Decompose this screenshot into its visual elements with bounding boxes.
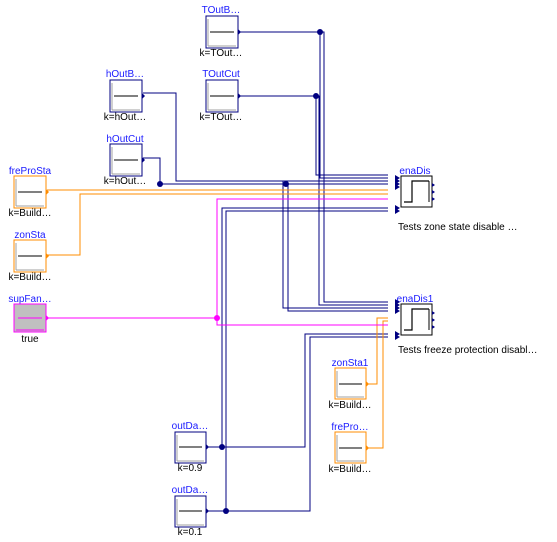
block-outdamposmax[interactable]: outDa… k=0.9: [172, 421, 209, 474]
block-outdamposmin-name: outDa…: [172, 485, 209, 496]
block-zonsta1-name: zonSta1: [332, 358, 369, 369]
block-enadis-name: enaDis: [399, 166, 430, 177]
output-port-enadis[interactable]: [432, 183, 435, 201]
block-houtbcut[interactable]: hOutB… k=hOut…: [104, 69, 147, 123]
output-port-houtcut[interactable]: [142, 157, 145, 163]
connection-houtcut-enadis[interactable]: [143, 157, 388, 185]
connection-toutcut-enadis[interactable]: [238, 95, 388, 176]
junction-dot: [219, 444, 225, 450]
block-freprosta1[interactable]: frePro… k=Build…: [328, 422, 371, 475]
block-houtcut-param: k=hOut…: [104, 176, 147, 187]
connection-supfan-enadis[interactable]: [47, 198, 388, 319]
output-port-enadis1[interactable]: [432, 311, 435, 329]
connection-supfan-enadis1[interactable]: [216, 318, 388, 326]
connection-houtcut-enadis1[interactable]: [160, 183, 388, 312]
junction-dot: [313, 93, 319, 99]
output-port-freprosta[interactable]: [46, 189, 49, 195]
block-houtcut[interactable]: hOutCut k=hOut…: [104, 134, 147, 187]
block-outdamposmax-name: outDa…: [172, 421, 209, 432]
integer-connections: [47, 189, 388, 449]
junction-dots: [157, 29, 323, 514]
block-zonsta-name: zonSta: [14, 230, 46, 241]
block-enadis[interactable]: enaDis Tests zone state disable …: [398, 166, 518, 233]
connection-toutbcut-enadis[interactable]: [238, 31, 388, 179]
block-outdamposmin-param: k=0.1: [178, 527, 203, 538]
output-port-outdamposmin[interactable]: [206, 508, 209, 514]
block-toutbcut-param: k=TOut…: [200, 48, 243, 59]
block-freprosta[interactable]: freProSta k=Build…: [8, 166, 51, 219]
block-zonsta[interactable]: zonSta k=Build…: [8, 230, 51, 283]
output-port-supfan[interactable]: [46, 315, 49, 321]
output-port-outdamposmax[interactable]: [206, 444, 209, 450]
connection-zonsta1-enadis1[interactable]: [367, 317, 388, 385]
step-symbol-icon: [404, 308, 429, 331]
junction-dot: [283, 181, 289, 187]
block-freprosta-name: freProSta: [9, 166, 52, 177]
output-port-zonsta1[interactable]: [366, 381, 369, 387]
output-port-houtbcut[interactable]: [142, 93, 145, 99]
output-port-toutbcut[interactable]: [238, 29, 241, 35]
connection-zonsta-enadis[interactable]: [47, 193, 388, 256]
block-toutcut-name: TOutCut: [202, 69, 240, 80]
connection-freprosta1-enadis1[interactable]: [367, 320, 388, 449]
block-freprosta1-name: frePro…: [331, 422, 368, 433]
input-port[interactable]: [395, 175, 400, 214]
junction-dot: [214, 315, 220, 321]
block-outdamposmin[interactable]: outDa… k=0.1: [172, 485, 209, 538]
junction-dot: [317, 29, 323, 35]
block-houtcut-name: hOutCut: [106, 134, 143, 145]
output-port-freprosta1[interactable]: [366, 445, 369, 451]
block-zonsta-param: k=Build…: [8, 272, 51, 283]
block-freprosta-param: k=Build…: [8, 208, 51, 219]
block-supfan-name: supFan…: [8, 294, 51, 305]
connection-houtbcut-enadis[interactable]: [143, 92, 388, 182]
connection-outdamposmax-enadis[interactable]: [206, 207, 388, 448]
block-supfan[interactable]: supFan… true: [8, 294, 51, 345]
output-port-zonsta[interactable]: [46, 253, 49, 259]
block-zonsta1[interactable]: zonSta1 k=Build…: [328, 358, 371, 411]
block-toutcut[interactable]: TOutCut k=TOut…: [200, 69, 243, 123]
block-toutbcut[interactable]: TOutB… k=TOut…: [200, 5, 243, 59]
block-supfan-param: true: [21, 334, 39, 345]
block-zonsta1-param: k=Build…: [328, 400, 371, 411]
block-enadis1-name: enaDis1: [397, 294, 434, 305]
connection-outdamposmin-enadis1[interactable]: [226, 336, 388, 512]
junction-dot: [223, 508, 229, 514]
block-enadis1[interactable]: enaDis1 Tests freeze protection disabl…: [397, 294, 538, 356]
boolean-connections: [47, 198, 388, 326]
block-outdamposmax-param: k=0.9: [178, 463, 203, 474]
block-enadis-description: Tests zone state disable …: [398, 222, 518, 233]
step-symbol-icon: [404, 180, 429, 203]
block-toutcut-param: k=TOut…: [200, 112, 243, 123]
output-port-toutcut[interactable]: [238, 93, 241, 99]
junction-dot: [157, 181, 163, 187]
block-enadis1-description: Tests freeze protection disabl…: [398, 345, 538, 356]
block-houtbcut-name: hOutB…: [106, 69, 144, 80]
connection-outdamposmax-enadis1[interactable]: [222, 333, 388, 448]
input-ports: [395, 175, 400, 340]
block-freprosta1-param: k=Build…: [328, 464, 371, 475]
connection-houtbcut-enadis1[interactable]: [176, 180, 388, 309]
input-port[interactable]: [395, 299, 400, 340]
connection-outdamposmin-enadis[interactable]: [206, 210, 388, 512]
connection-toutbcut-enadis1[interactable]: [320, 31, 388, 303]
block-houtbcut-param: k=hOut…: [104, 112, 147, 123]
block-toutbcut-name: TOutB…: [202, 5, 241, 16]
connection-toutcut-enadis1[interactable]: [316, 95, 388, 306]
